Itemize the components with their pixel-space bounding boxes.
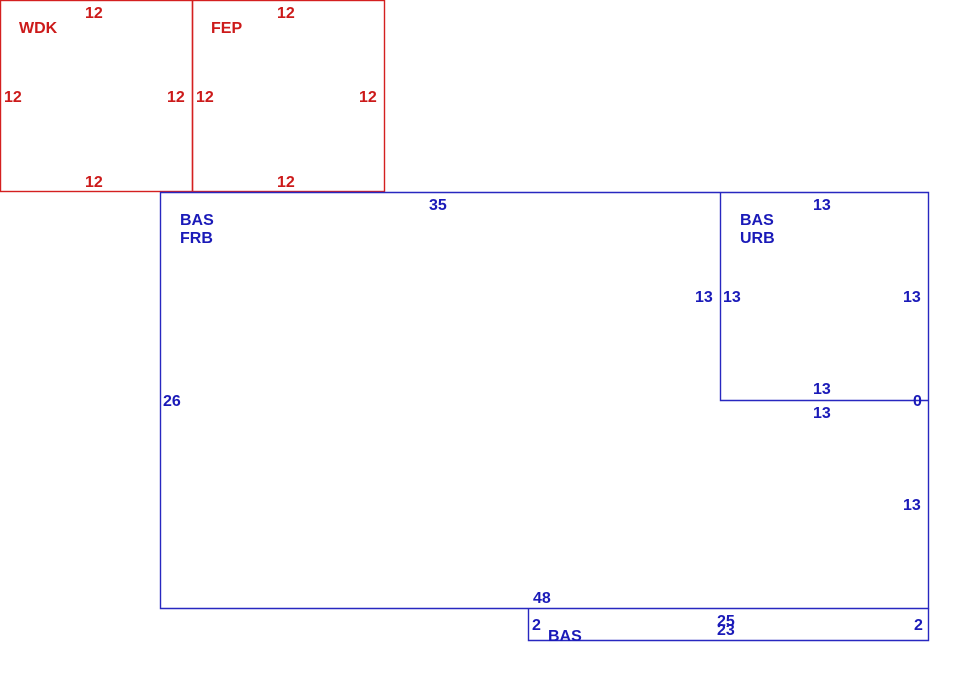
bas-frb-left-dimension: 26: [163, 393, 181, 410]
fep-area[interactable]: FEP 12 12 12 12: [191, 0, 386, 193]
wdk-area[interactable]: WDK 12 12 12 12: [0, 0, 194, 193]
bas-urb-code-2: URB: [740, 230, 775, 247]
fep-right-dimension: 12: [359, 89, 377, 106]
wdk-label: WDK: [19, 20, 58, 37]
fep-top-dimension: 12: [277, 5, 295, 22]
bas-urb-outline: [719, 192, 929, 402]
bas-urb-left-inner-dimension: 13: [723, 289, 741, 306]
bas-strip-left-dimension: 2: [532, 617, 541, 634]
bas-urb-left-outer-dimension: 13: [695, 289, 713, 306]
fep-left-dimension: 12: [196, 89, 214, 106]
bas-urb-top-dimension: 13: [813, 197, 831, 214]
bas-strip-top-dimension: 25: [717, 613, 735, 630]
bas-strip-area[interactable]: BAS 2 2 25 23: [527, 608, 930, 646]
bas-frb-top-dimension: 35: [429, 197, 447, 214]
bas-frb-code-1: BAS: [180, 212, 214, 229]
bas-strip-right-dimension: 2: [914, 617, 923, 634]
bas-strip-outline: [527, 608, 930, 642]
bas-urb-area[interactable]: BAS URB 13 13 13 13 13 13 0: [695, 192, 929, 423]
wdk-left-dimension: 12: [4, 89, 22, 106]
fep-outline: [191, 0, 386, 193]
bas-strip-code: BAS: [548, 628, 582, 645]
fep-bottom-dimension: 12: [277, 174, 295, 191]
right-lower-dimension: 13: [903, 497, 921, 514]
bas-urb-corner-dimension: 0: [913, 393, 922, 410]
bas-urb-bottom-outer-dimension: 13: [813, 405, 831, 422]
fep-label: FEP: [211, 20, 242, 37]
bas-urb-bottom-inner-dimension: 13: [813, 381, 831, 398]
wdk-top-dimension: 12: [85, 5, 103, 22]
bas-frb-code-2: FRB: [180, 230, 213, 247]
wdk-bottom-dimension: 12: [85, 174, 103, 191]
bas-urb-code-1: BAS: [740, 212, 774, 229]
bas-strip-bottom-dimension: 23: [717, 622, 735, 639]
bas-frb-bottom-dimension: 48: [533, 590, 551, 607]
wdk-right-dimension: 12: [167, 89, 185, 106]
bas-urb-right-dimension: 13: [903, 289, 921, 306]
